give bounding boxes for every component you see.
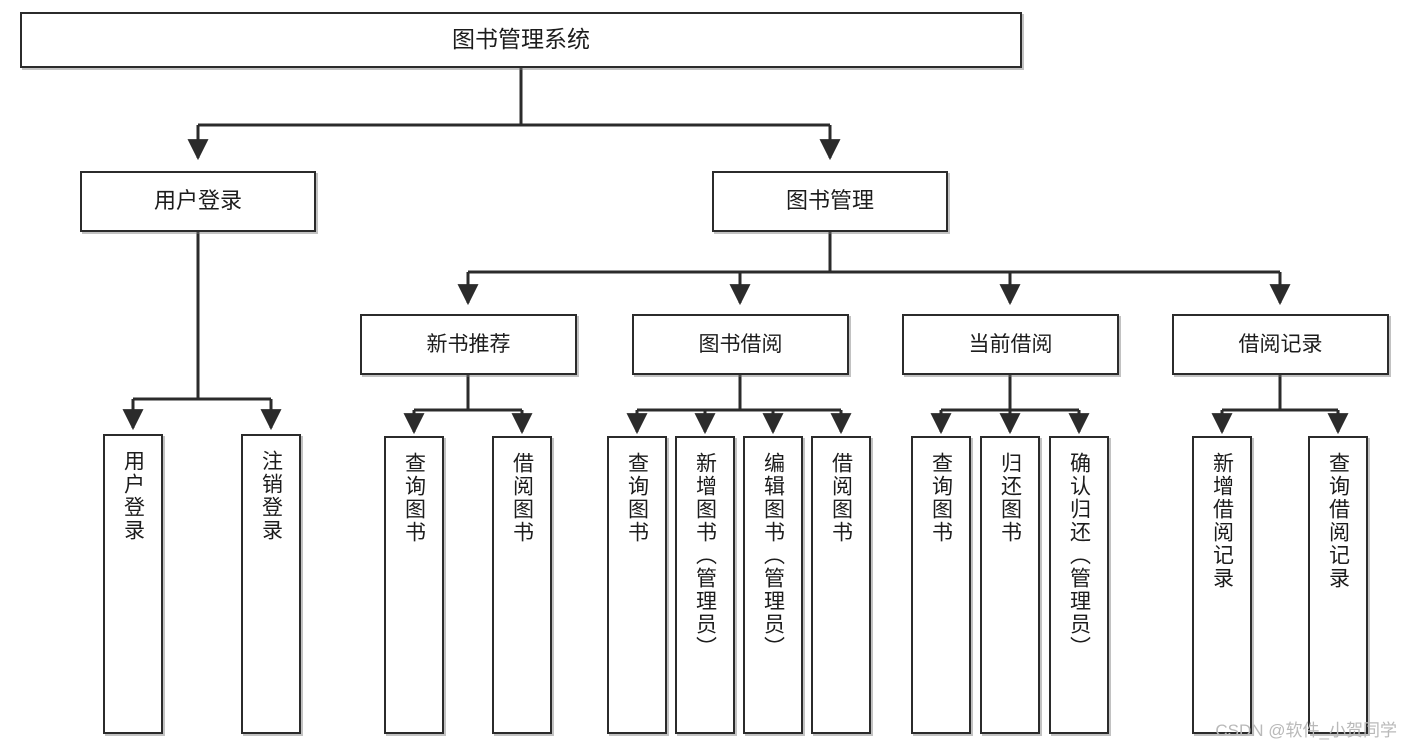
- leaf-add-borrow-record[interactable]: 新增借阅记录: [1192, 436, 1252, 734]
- node-label: 查询图书: [929, 452, 953, 544]
- leaf-edit-book[interactable]: 编辑图书（管理员）: [743, 436, 803, 734]
- leaf-borrow-book-recommend[interactable]: 借阅图书: [492, 436, 552, 734]
- leaf-query-book-borrow[interactable]: 查询图书: [607, 436, 667, 734]
- node-book-borrow[interactable]: 图书借阅: [632, 314, 849, 375]
- node-label: 用户登录: [153, 188, 242, 214]
- node-borrow-record[interactable]: 借阅记录: [1172, 314, 1389, 375]
- node-label: 图书管理系统: [452, 26, 590, 53]
- node-label: 借阅图书: [829, 452, 853, 544]
- node-label: 新增图书（管理员）: [693, 452, 717, 659]
- node-root-system[interactable]: 图书管理系统: [20, 12, 1022, 68]
- node-user-login[interactable]: 用户登录: [80, 171, 316, 232]
- node-current-borrow[interactable]: 当前借阅: [902, 314, 1119, 375]
- leaf-add-book[interactable]: 新增图书（管理员）: [675, 436, 735, 734]
- node-label: 查询借阅记录: [1326, 452, 1350, 590]
- leaf-query-borrow-record[interactable]: 查询借阅记录: [1308, 436, 1368, 734]
- node-label: 图书管理: [785, 188, 874, 214]
- node-label: 编辑图书（管理员）: [761, 452, 785, 659]
- leaf-logout-login[interactable]: 注销登录: [241, 434, 301, 734]
- node-new-book-recommend[interactable]: 新书推荐: [360, 314, 577, 375]
- leaf-user-login[interactable]: 用户登录: [103, 434, 163, 734]
- node-label: 用户登录: [121, 450, 145, 542]
- node-label: 当前借阅: [968, 332, 1053, 356]
- node-label: 借阅记录: [1238, 332, 1323, 356]
- node-label: 新书推荐: [426, 332, 511, 356]
- node-label: 归还图书: [998, 452, 1022, 544]
- node-label: 图书借阅: [698, 332, 783, 356]
- leaf-query-book-current[interactable]: 查询图书: [911, 436, 971, 734]
- leaf-confirm-return[interactable]: 确认归还（管理员）: [1049, 436, 1109, 734]
- node-book-manage[interactable]: 图书管理: [712, 171, 948, 232]
- node-label: 查询图书: [625, 452, 649, 544]
- csdn-watermark: CSDN @软件_小贺同学: [1215, 721, 1397, 740]
- node-label: 确认归还（管理员）: [1067, 452, 1091, 659]
- node-label: 借阅图书: [510, 452, 534, 544]
- node-label: 新增借阅记录: [1210, 452, 1234, 590]
- node-label: 查询图书: [402, 452, 426, 544]
- leaf-query-book-recommend[interactable]: 查询图书: [384, 436, 444, 734]
- leaf-return-book[interactable]: 归还图书: [980, 436, 1040, 734]
- leaf-borrow-book[interactable]: 借阅图书: [811, 436, 871, 734]
- node-label: 注销登录: [259, 450, 283, 542]
